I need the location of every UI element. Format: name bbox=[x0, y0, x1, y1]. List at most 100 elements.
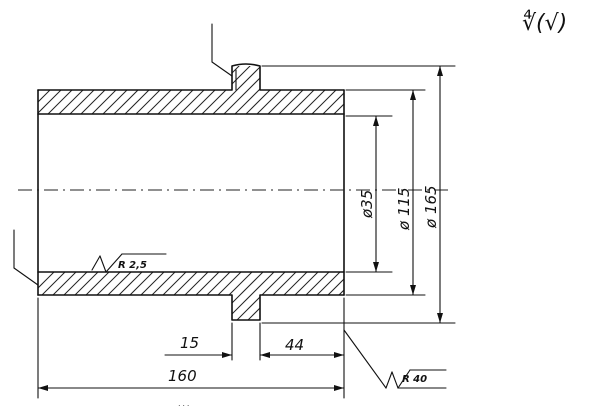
hatch-line bbox=[98, 272, 158, 320]
general-roughness-symbol: ∜(√) bbox=[522, 9, 567, 36]
outer-diameter-label: ø 115 bbox=[395, 187, 413, 231]
hatch-line bbox=[43, 66, 103, 114]
hatch-line bbox=[38, 272, 92, 320]
hatch-line bbox=[241, 272, 301, 320]
hatch-line bbox=[352, 60, 410, 118]
hatch-line bbox=[43, 272, 103, 320]
lower-wall-outline bbox=[37, 294, 345, 321]
hatch-line bbox=[285, 272, 344, 320]
hatch-line bbox=[65, 272, 125, 320]
hatch-line bbox=[164, 272, 224, 320]
hatch-line bbox=[98, 66, 158, 114]
hatch-line bbox=[142, 66, 202, 114]
hatch-line bbox=[65, 66, 125, 114]
hatch-line bbox=[38, 272, 70, 320]
roughness-left-leader bbox=[13, 229, 39, 286]
hatch-lower-wall bbox=[38, 268, 476, 326]
hatch-line bbox=[274, 66, 334, 114]
hatch-line bbox=[197, 66, 257, 114]
hatch-line bbox=[285, 66, 344, 114]
dim-flange-diameter: ø 165 bbox=[422, 65, 443, 324]
hatch-line bbox=[87, 66, 147, 114]
hatch-line bbox=[38, 272, 59, 320]
hatch-line bbox=[76, 66, 136, 114]
hatch-line bbox=[352, 268, 410, 326]
faint-mark: · · · bbox=[178, 402, 189, 410]
total-length-label: 160 bbox=[168, 367, 197, 385]
hatch-line bbox=[252, 66, 312, 114]
hatch-line bbox=[385, 268, 443, 326]
hatch-line bbox=[197, 272, 257, 320]
hatch-line bbox=[38, 66, 59, 114]
hatch-line bbox=[153, 66, 213, 114]
hatch-line bbox=[175, 272, 235, 320]
hatch-line bbox=[120, 66, 180, 114]
hatch-line bbox=[87, 272, 147, 320]
hatch-line bbox=[263, 272, 323, 320]
hatch-line bbox=[296, 66, 344, 114]
hatch-line bbox=[153, 272, 213, 320]
inner-fillet-roughness-label: R 2,5 bbox=[118, 260, 147, 271]
hatch-line bbox=[396, 60, 454, 118]
hatch-line bbox=[329, 66, 344, 114]
hatch-upper-wall bbox=[38, 60, 476, 118]
hatch-line bbox=[164, 66, 224, 114]
hatch-line bbox=[340, 272, 344, 320]
flange-diameter-label: ø 165 bbox=[422, 185, 440, 229]
hatch-line bbox=[318, 272, 344, 320]
hatch-line bbox=[374, 60, 432, 118]
hatch-line bbox=[219, 272, 279, 320]
hatch-line bbox=[76, 272, 136, 320]
hatch-line bbox=[340, 66, 344, 114]
hatch-line bbox=[407, 60, 465, 118]
hatch-line bbox=[208, 66, 268, 114]
hatch-line bbox=[307, 272, 344, 320]
hatch-line bbox=[318, 66, 344, 114]
outer-face-roughness-label: R 40 bbox=[402, 374, 427, 385]
hatch-line bbox=[219, 66, 279, 114]
hatch-line bbox=[407, 268, 465, 326]
hatch-line bbox=[241, 66, 301, 114]
hatch-line bbox=[307, 66, 344, 114]
hatch-line bbox=[296, 272, 344, 320]
hatch-line bbox=[363, 268, 421, 326]
hatch-line bbox=[385, 60, 443, 118]
hatch-line bbox=[120, 272, 180, 320]
dim-total-length: 160 bbox=[37, 367, 345, 391]
hatch-line bbox=[274, 272, 334, 320]
hatch-line bbox=[208, 272, 268, 320]
dim-bore-diameter: ø35 bbox=[358, 115, 379, 273]
hatch-line bbox=[396, 268, 454, 326]
roughness-outer-face: R 40 bbox=[343, 329, 447, 389]
flange-to-end-label: 44 bbox=[285, 336, 304, 354]
hatch-line bbox=[109, 66, 169, 114]
dim-outer-diameter: ø 115 bbox=[395, 89, 416, 296]
hatch-line bbox=[175, 66, 235, 114]
hatch-line bbox=[131, 272, 191, 320]
hatch-line bbox=[252, 272, 312, 320]
hatch-line bbox=[142, 272, 202, 320]
bore-diameter-label: ø35 bbox=[358, 190, 376, 219]
upper-wall-outline bbox=[37, 63, 345, 91]
hatch-line bbox=[418, 60, 476, 118]
hatch-line bbox=[54, 66, 114, 114]
hatch-line bbox=[374, 268, 432, 326]
flange-offset-label: 15 bbox=[180, 334, 199, 352]
hatch-line bbox=[38, 66, 92, 114]
hatch-line bbox=[186, 272, 246, 320]
hatch-line bbox=[131, 66, 191, 114]
dim-flange-to-end: 44 bbox=[259, 336, 345, 358]
hatch-line bbox=[38, 66, 70, 114]
hatch-line bbox=[263, 66, 323, 114]
hatch-line bbox=[418, 268, 476, 326]
dim-flange-offset: 15 bbox=[164, 334, 233, 358]
hatch-line bbox=[38, 272, 81, 320]
roughness-flange-leader bbox=[211, 23, 233, 77]
roughness-inner-fillet: R 2,5 bbox=[91, 253, 167, 273]
hatch-line bbox=[109, 272, 169, 320]
hatch-line bbox=[329, 272, 344, 320]
hatch-line bbox=[54, 272, 114, 320]
hatch-line bbox=[363, 60, 421, 118]
hatch-line bbox=[38, 66, 81, 114]
